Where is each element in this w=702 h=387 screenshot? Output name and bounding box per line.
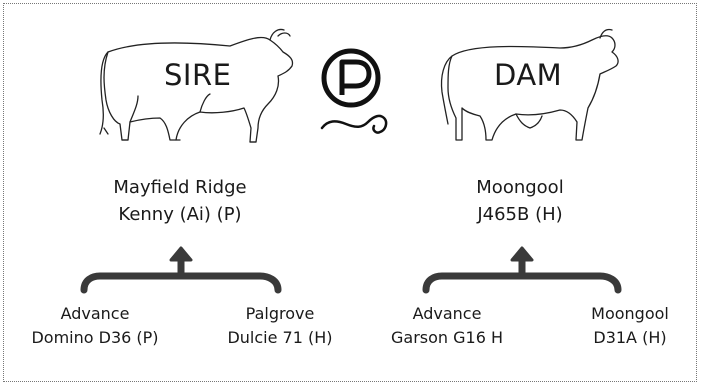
sire-parent-1: Advance Domino D36 (P) <box>20 302 170 350</box>
sire-label: SIRE <box>164 58 232 92</box>
dam-parent-1-line2: Garson G16 H <box>390 328 503 347</box>
sire-name-line2: Kenny (Ai) (P) <box>118 204 242 225</box>
sire-parent-2: Palgrove Dulcie 71 (H) <box>210 302 350 350</box>
polled-logo-icon <box>320 48 388 134</box>
sire-name: Mayfield Ridge Kenny (Ai) (P) <box>100 174 260 228</box>
cow-icon <box>440 28 619 141</box>
dam-bracket-arrow-icon <box>422 246 622 294</box>
dotted-frame <box>3 3 697 382</box>
sire-bracket-arrow-icon <box>80 246 282 294</box>
dam-name-line1: Moongool <box>476 177 564 198</box>
sire-parent-2-line1: Palgrove <box>245 304 315 323</box>
bull-icon <box>99 28 294 143</box>
sire-parent-1-line1: Advance <box>60 304 130 323</box>
sire-name-line1: Mayfield Ridge <box>113 177 247 198</box>
dam-label: DAM <box>494 58 563 92</box>
dam-name: Moongool J465B (H) <box>440 174 600 228</box>
dam-parent-2-line2: D31A (H) <box>593 328 667 347</box>
sire-parent-2-line2: Dulcie 71 (H) <box>227 328 333 347</box>
dam-parent-2: Moongool D31A (H) <box>570 302 690 350</box>
sire-parent-1-line2: Domino D36 (P) <box>31 328 159 347</box>
dam-parent-1: Advance Garson G16 H <box>372 302 522 350</box>
dam-name-line2: J465B (H) <box>477 204 563 225</box>
dam-parent-1-line1: Advance <box>412 304 482 323</box>
dam-parent-2-line1: Moongool <box>591 304 669 323</box>
